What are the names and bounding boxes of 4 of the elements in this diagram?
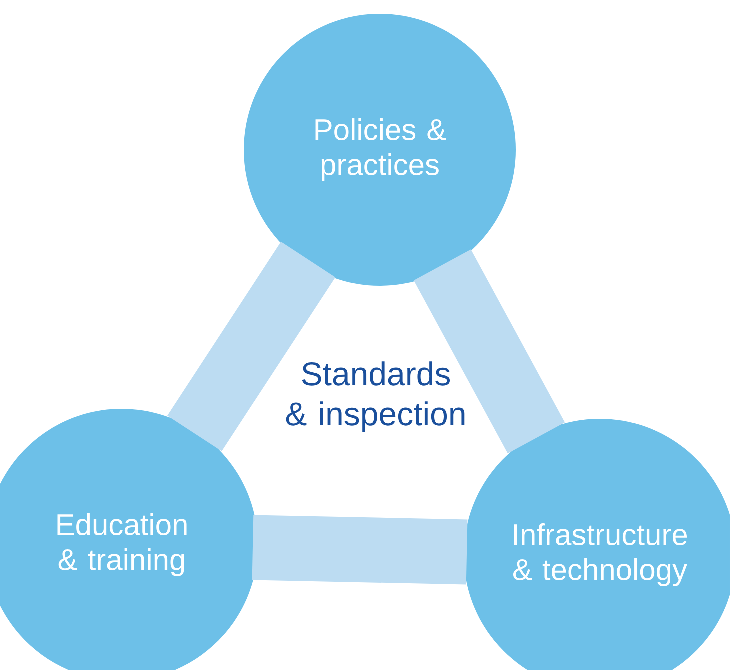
center-label: Standards & inspection bbox=[286, 362, 465, 432]
connector-band bbox=[168, 242, 336, 452]
connector-band bbox=[414, 250, 566, 454]
connector-band bbox=[252, 515, 468, 585]
